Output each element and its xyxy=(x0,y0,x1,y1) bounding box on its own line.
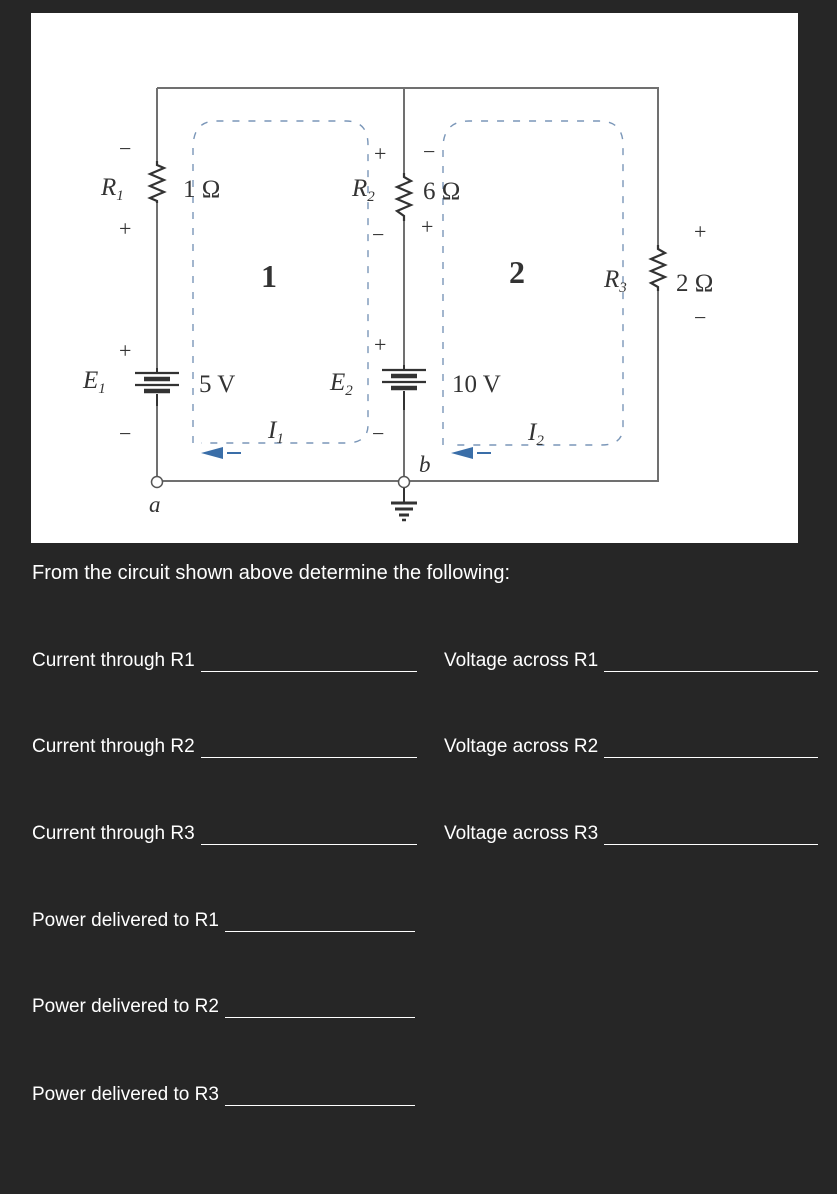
loop-1-label: 1 xyxy=(261,258,277,294)
e2-label: E2 xyxy=(329,369,353,399)
loop-2-label: 2 xyxy=(509,254,525,290)
r2-plus-sign: + xyxy=(374,141,386,166)
e2-minus-sign: − xyxy=(372,421,384,446)
resistor-r3-symbol xyxy=(648,245,668,291)
node-b-terminal xyxy=(397,475,411,489)
circuit-wires xyxy=(156,87,659,482)
e2-plus-sign: + xyxy=(374,332,386,357)
answer-blank[interactable] xyxy=(604,828,819,845)
question-label: Voltage across R3 xyxy=(444,823,599,844)
i2-label: I2 xyxy=(527,419,544,449)
question-label: Voltage across R1 xyxy=(444,650,599,671)
question-label: Power delivered to R3 xyxy=(32,1084,219,1105)
question-voltage-r2: Voltage across R2 xyxy=(444,736,819,758)
circuit-figure: R1 1 Ω R2 6 Ω R3 2 Ω E1 5 V E2 10 V 1 2 … xyxy=(31,13,798,543)
question-label: Current through R1 xyxy=(32,650,195,671)
instructions-text: From the circuit shown above determine t… xyxy=(32,562,511,584)
node-a-label: a xyxy=(149,492,161,517)
question-current-r1: Current through R1 xyxy=(32,650,417,672)
question-label: Voltage across R2 xyxy=(444,736,599,757)
answer-blank[interactable] xyxy=(604,741,819,758)
question-power-r2: Power delivered to R2 xyxy=(32,996,415,1018)
battery-e2-symbol xyxy=(382,365,426,410)
question-label: Power delivered to R1 xyxy=(32,910,219,931)
r1-label: R1 xyxy=(100,174,124,204)
r2-label: R2 xyxy=(351,175,375,205)
answer-blank[interactable] xyxy=(604,655,819,672)
battery-e1-symbol xyxy=(135,368,179,406)
loop-2-path xyxy=(442,120,624,446)
r2-minus-sign: − xyxy=(372,222,384,247)
r3-minus-sign: − xyxy=(694,305,706,330)
outer-wire xyxy=(157,87,659,482)
question-label: Current through R3 xyxy=(32,823,195,844)
answer-blank[interactable] xyxy=(200,828,417,845)
answer-blank[interactable] xyxy=(200,655,417,672)
r3-label: R3 xyxy=(603,266,627,296)
e1-minus-sign: − xyxy=(119,421,131,446)
question-power-r3: Power delivered to R3 xyxy=(32,1084,415,1106)
question-voltage-r1: Voltage across R1 xyxy=(444,650,819,672)
e1-value: 5 V xyxy=(199,371,235,398)
resistor-r2-symbol xyxy=(394,173,414,221)
answer-blank[interactable] xyxy=(200,741,417,758)
question-current-r2: Current through R2 xyxy=(32,736,417,758)
circuit-diagram: R1 1 Ω R2 6 Ω R3 2 Ω E1 5 V E2 10 V 1 2 … xyxy=(82,87,713,522)
answer-blank[interactable] xyxy=(224,915,415,932)
question-label: Current through R2 xyxy=(32,736,195,757)
r1-minus-sign: − xyxy=(119,136,131,161)
answer-blank[interactable] xyxy=(224,1089,415,1106)
e1-plus-sign: + xyxy=(119,338,131,363)
question-voltage-r3: Voltage across R3 xyxy=(444,823,819,845)
i2-arrow xyxy=(451,447,491,459)
answer-blank[interactable] xyxy=(224,1001,415,1018)
e1-label: E1 xyxy=(82,367,106,397)
r2-value: 6 Ω xyxy=(423,178,460,205)
question-label: Power delivered to R2 xyxy=(32,996,219,1017)
node-a-terminal xyxy=(150,475,164,489)
r2-minus-sign-right: − xyxy=(423,139,435,164)
node-b-label: b xyxy=(419,452,431,477)
r1-value: 1 Ω xyxy=(183,176,220,203)
r3-value: 2 Ω xyxy=(676,270,713,297)
ground-symbol xyxy=(391,488,417,522)
resistor-r1-symbol xyxy=(147,161,167,203)
i1-label: I1 xyxy=(267,417,284,447)
question-power-r1: Power delivered to R1 xyxy=(32,910,415,932)
e2-value: 10 V xyxy=(452,371,501,398)
i1-arrow xyxy=(201,447,241,459)
question-current-r3: Current through R3 xyxy=(32,823,417,845)
r3-plus-sign: + xyxy=(694,219,706,244)
r1-plus-sign: + xyxy=(119,216,131,241)
r2-plus-sign-right: + xyxy=(421,214,433,239)
loop-1-path xyxy=(192,120,369,444)
